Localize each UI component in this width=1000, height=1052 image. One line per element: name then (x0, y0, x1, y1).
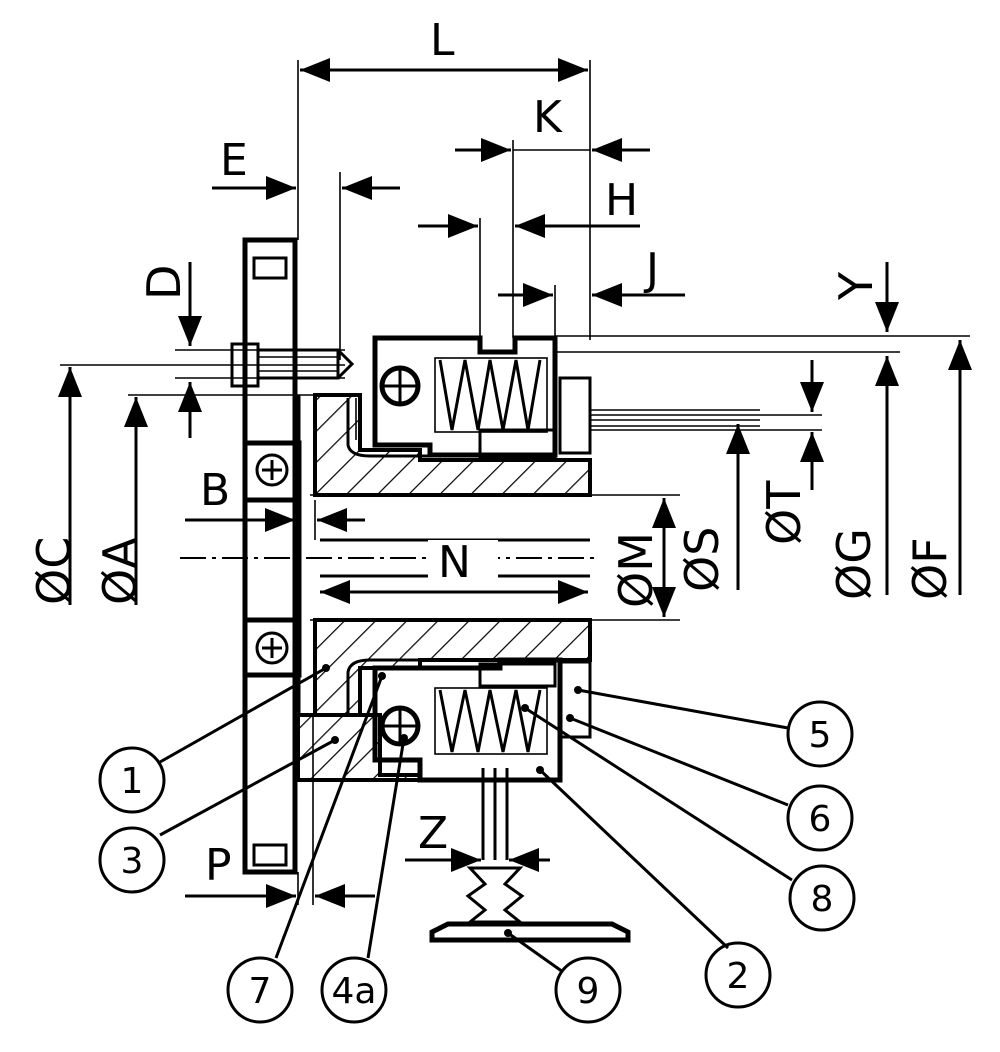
dimension-M: ØM (609, 532, 663, 608)
dimension-C: ØC (27, 537, 81, 605)
callout-3: 3 (98, 826, 166, 894)
dimension-K: K (533, 92, 563, 143)
callout-2: 2 (704, 941, 772, 1009)
callout-5: 7 (226, 956, 294, 1024)
callout-7: 8 (788, 864, 856, 932)
dimension-Z: Z (418, 808, 448, 859)
svg-text:6: 6 (809, 799, 832, 840)
dimension-T: ØT (757, 480, 811, 545)
dimension-E: E (220, 135, 248, 186)
callout-6: 6 (786, 784, 854, 852)
callout-9: 9 (554, 956, 622, 1024)
callout-8: 5 (786, 700, 854, 768)
svg-text:7: 7 (249, 971, 272, 1012)
dimension-N: N (438, 537, 471, 588)
mounting-flange (242, 237, 302, 875)
svg-text:2: 2 (727, 956, 750, 997)
callout-1: 1 (98, 746, 166, 814)
dimension-D: D (137, 265, 191, 300)
svg-text:8: 8 (811, 879, 834, 920)
dimension-L: L (430, 15, 455, 66)
svg-text:4a: 4a (332, 971, 377, 1012)
dimension-P: P (205, 840, 232, 891)
dimension-G: ØG (827, 528, 881, 600)
dimension-A: ØA (93, 537, 147, 605)
dimension-Y: Y (829, 271, 883, 301)
upper-rotor (346, 335, 558, 460)
dimension-H: H (605, 175, 638, 226)
dimension-S: ØS (675, 527, 729, 592)
svg-text:3: 3 (121, 841, 144, 882)
dimension-F: ØF (903, 537, 957, 600)
lower-rotor (346, 657, 563, 783)
callout-leaders (159, 664, 793, 974)
dimension-B: B (200, 465, 230, 516)
dimension-J: J (643, 244, 659, 295)
svg-text:5: 5 (809, 715, 832, 756)
svg-text:9: 9 (577, 971, 600, 1012)
lead-wire-stem (429, 768, 631, 943)
callout-4a: 4a (320, 956, 388, 1024)
svg-text:1: 1 (121, 761, 144, 802)
